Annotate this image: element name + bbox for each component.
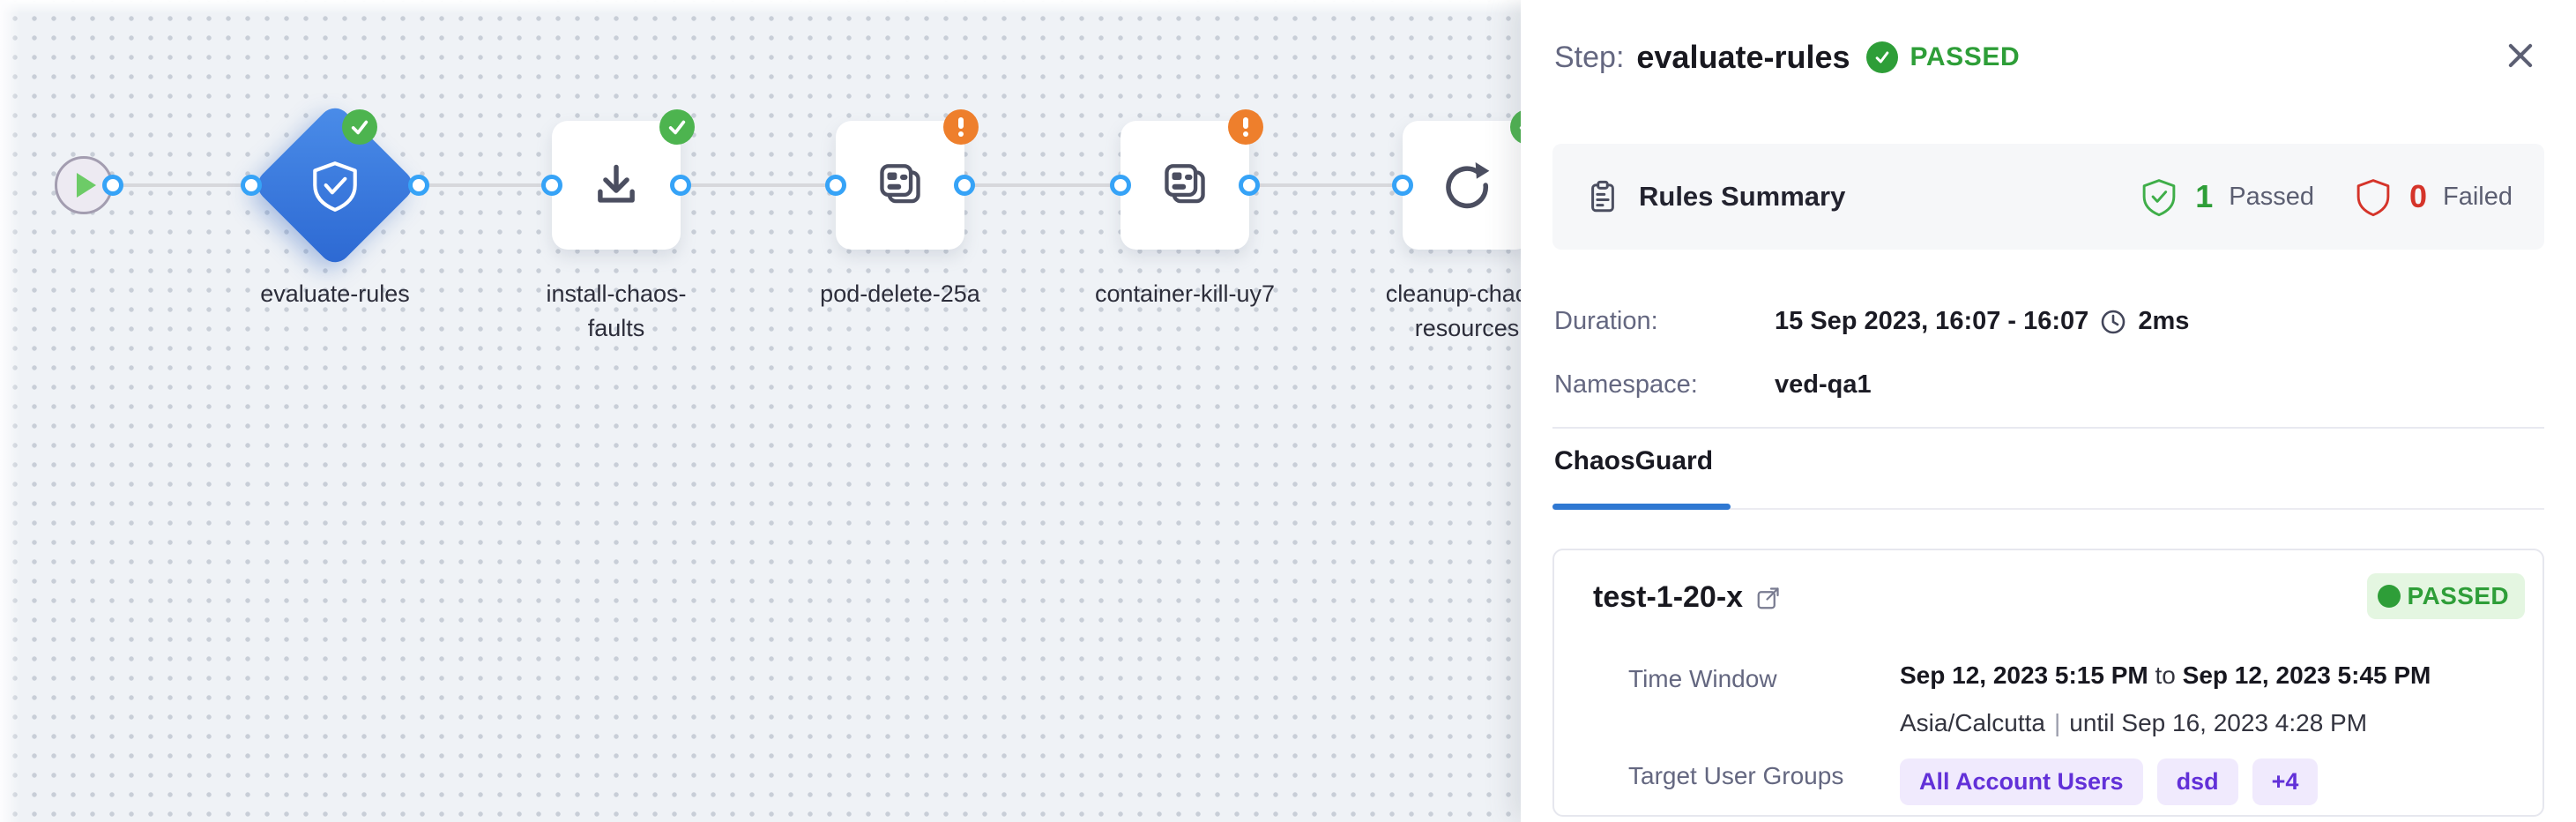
port — [670, 175, 691, 196]
canvas-edge-fade — [0, 0, 19, 822]
condition-name-link[interactable]: test-1-20-x — [1593, 580, 1744, 614]
duration-row: Duration: 15 Sep 2023, 16:07 - 16:07 2ms — [1554, 307, 2189, 336]
time-window-end: Sep 12, 2023 5:45 PM — [2182, 661, 2431, 689]
status-badge-passed — [342, 109, 377, 145]
user-group-pill[interactable]: +4 — [2252, 758, 2319, 805]
node-label: install-chaos-faults — [546, 280, 687, 341]
port — [241, 175, 262, 196]
status-badge-warning — [943, 109, 979, 145]
chaos-fault-icon — [875, 160, 926, 211]
exclamation-icon — [958, 117, 964, 137]
step-prefix: Step: — [1554, 40, 1625, 74]
target-user-groups-label: Target User Groups — [1628, 762, 1844, 789]
clock-icon — [2099, 308, 2127, 336]
time-window-start: Sep 12, 2023 5:15 PM — [1900, 661, 2148, 689]
namespace-value: ved-qa1 — [1775, 370, 1872, 399]
node-pod-delete-25a[interactable] — [836, 121, 964, 250]
step-title: evaluate-rules — [1636, 39, 1850, 75]
tab-bottom-border — [1552, 508, 2544, 510]
active-tab-underline — [1552, 504, 1731, 510]
port — [102, 175, 123, 196]
tab-label: ChaosGuard — [1554, 446, 1714, 475]
port — [954, 175, 975, 196]
panel-header: Step: evaluate-rules PASSED — [1554, 39, 2479, 76]
chaosguard-condition-card: test-1-20-x PASSED Time Window Sep 12, 2… — [1552, 549, 2544, 817]
passed-label: Passed — [2229, 182, 2314, 211]
play-icon — [77, 173, 96, 198]
passed-count: 1 — [2195, 178, 2214, 214]
port — [1239, 175, 1260, 196]
node-label: pod-delete-25a — [820, 280, 980, 307]
download-icon — [591, 160, 642, 211]
time-window-label: Time Window — [1628, 665, 1777, 692]
close-icon[interactable] — [2500, 35, 2541, 76]
shield-check-icon — [2139, 176, 2179, 217]
timezone: Asia/Calcutta — [1900, 709, 2045, 736]
port — [825, 175, 846, 196]
node-cleanup-chaos-resources[interactable] — [1403, 121, 1531, 250]
duration-value: 15 Sep 2023, 16:07 - 16:07 — [1775, 307, 2089, 335]
port — [408, 175, 429, 196]
user-group-pill: All Account Users — [1900, 758, 2143, 805]
namespace-label: Namespace: — [1554, 370, 1698, 399]
port — [1110, 175, 1131, 196]
divider — [1552, 427, 2544, 429]
rules-summary-band: Rules Summary 1 Passed 0 Failed — [1552, 144, 2544, 250]
exclamation-icon — [1243, 117, 1248, 137]
chaos-fault-icon — [1159, 160, 1210, 211]
retry-icon — [1441, 160, 1493, 211]
step-status-badge: PASSED — [1910, 42, 2021, 71]
time-window-join: to — [2155, 661, 2176, 689]
external-link-icon[interactable] — [1755, 585, 1782, 611]
shield-icon — [2353, 176, 2394, 217]
check-circle-icon — [1865, 41, 1898, 73]
until-date: until Sep 16, 2023 4:28 PM — [2069, 709, 2368, 736]
failed-label: Failed — [2443, 182, 2513, 211]
status-badge-passed — [659, 109, 695, 145]
namespace-row: Namespace: ved-qa1 — [1554, 370, 1872, 400]
edge-line — [106, 183, 1538, 187]
shield-check-icon — [306, 156, 364, 214]
user-group-pill: dsd — [2156, 758, 2238, 805]
separator: | — [2053, 709, 2061, 736]
node-install-chaos-faults[interactable] — [552, 121, 681, 250]
clipboard-icon — [1584, 178, 1621, 215]
node-label: evaluate-rules — [260, 280, 410, 307]
tab-chaosguard[interactable]: ChaosGuard — [1554, 446, 1713, 476]
node-container-kill-uy7[interactable] — [1120, 121, 1249, 250]
duration-label: Duration: — [1554, 307, 1658, 335]
time-window-row: Time Window Sep 12, 2023 5:15 PM to Sep … — [1628, 661, 2431, 737]
node-label: container-kill-uy7 — [1094, 280, 1276, 307]
rules-summary-title: Rules Summary — [1639, 181, 1846, 212]
status-badge-warning — [1228, 109, 1263, 145]
port — [541, 175, 562, 196]
duration-elapsed: 2ms — [2138, 307, 2190, 335]
port — [1392, 175, 1413, 196]
step-details-panel: Step: evaluate-rules PASSED Rules Summar… — [1521, 0, 2576, 822]
condition-status-badge: PASSED — [2366, 573, 2525, 619]
failed-count: 0 — [2408, 178, 2427, 214]
status-dot — [2377, 585, 2401, 608]
target-user-groups-row: Target User Groups All Account Users dsd… — [1628, 758, 2319, 805]
